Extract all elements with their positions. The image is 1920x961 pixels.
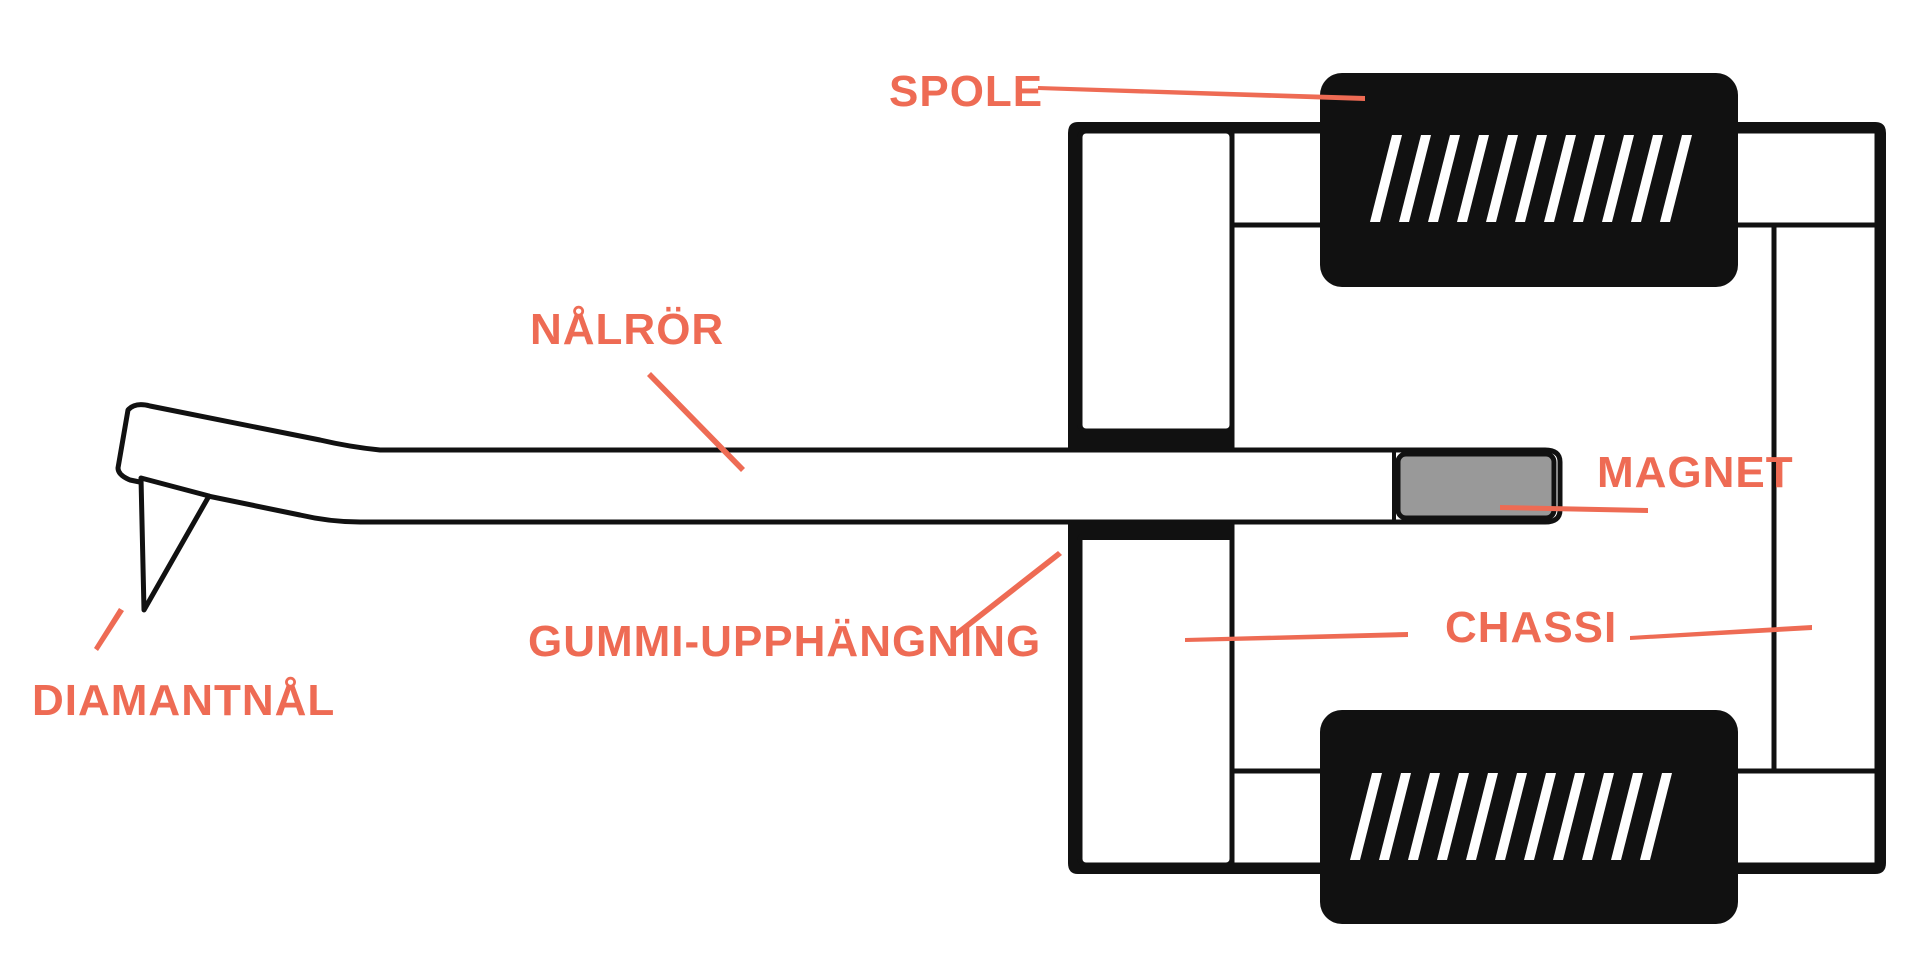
coil-top: [1320, 73, 1738, 287]
leader-spole: [1038, 86, 1365, 101]
chassis-top-left-panel: [1077, 128, 1235, 434]
rubber-suspension-bottom: [1080, 520, 1232, 540]
coil-bottom: [1320, 710, 1738, 924]
leader-diamantnal: [94, 608, 124, 651]
coil-bottom-windings: [1350, 773, 1672, 860]
magnet: [1395, 451, 1557, 521]
label-diamantnal: DIAMANTNÅL: [32, 676, 335, 725]
label-nalror: NÅLRÖR: [530, 305, 724, 354]
chassis-bottom-left-panel: [1077, 531, 1235, 868]
diamond-needle: [138, 475, 212, 613]
coil-top-windings: [1370, 135, 1692, 222]
chassis-right-wall: [1771, 222, 1880, 774]
leader-chassi-left: [1185, 632, 1408, 642]
label-chassi: CHASSI: [1445, 603, 1617, 652]
leader-chassi-right: [1630, 625, 1812, 640]
rubber-suspension-top: [1080, 431, 1232, 451]
leader-nalror: [647, 372, 745, 472]
label-spole: SPOLE: [889, 67, 1043, 116]
leader-gummi: [952, 551, 1062, 638]
leader-magnet: [1500, 505, 1648, 513]
label-gummi: GUMMI-UPPHÄNGNING: [528, 617, 1041, 666]
label-magnet: MAGNET: [1597, 448, 1794, 497]
